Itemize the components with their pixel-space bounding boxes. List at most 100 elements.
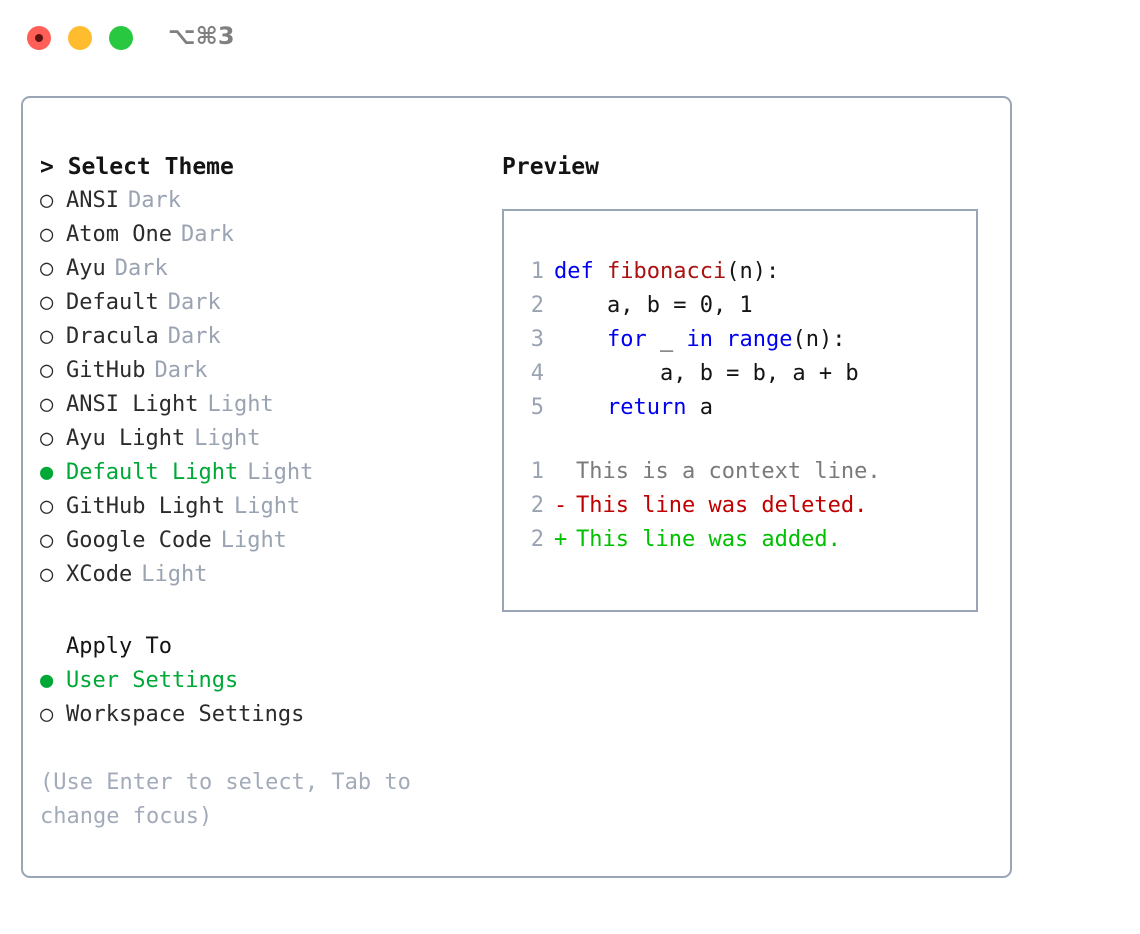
theme-name: Atom One: [66, 222, 172, 247]
diff-text: This is a context line.: [576, 459, 881, 484]
theme-variant-tag: Light: [194, 426, 261, 451]
theme-list-item[interactable]: ○ GitHub Dark: [40, 354, 480, 388]
preview-header: Preview: [502, 154, 599, 180]
code-token: (n):: [792, 327, 846, 352]
radio-unselected-icon: ○: [40, 528, 54, 553]
code-token: range: [726, 327, 793, 352]
diff-line: 2-This line was deleted.: [504, 489, 976, 523]
code-token: fibonacci: [606, 259, 727, 284]
diff-text: This line was deleted.: [576, 493, 868, 518]
code-token: a, b = 0, 1: [554, 293, 753, 318]
theme-list-item[interactable]: ○ ANSI Dark: [40, 184, 480, 218]
line-number: 2: [530, 527, 544, 552]
radio-unselected-icon: ○: [40, 426, 54, 451]
code-token: (n):: [726, 259, 780, 284]
theme-variant-tag: Light: [247, 460, 314, 485]
apply-to-title: Apply To: [66, 634, 172, 659]
theme-name: Dracula: [66, 324, 159, 349]
radio-unselected-icon: ○: [40, 188, 54, 213]
theme-variant-tag: Light: [141, 562, 208, 587]
apply-to-item[interactable]: ●User Settings: [40, 664, 480, 698]
code-line: 4 a, b = b, a + b: [504, 357, 976, 391]
diff-line: 1 This is a context line.: [504, 455, 976, 489]
radio-unselected-icon: ○: [40, 702, 54, 727]
diff-text: This line was added.: [576, 527, 841, 552]
theme-variant-tag: Dark: [127, 188, 181, 213]
keyboard-shortcut-label: ⌥⌘3: [168, 22, 235, 50]
theme-variant-tag: Dark: [114, 256, 168, 281]
line-number: 2: [530, 293, 544, 318]
line-number: 1: [530, 259, 544, 284]
diff-line: 2 + This line was added.: [504, 523, 976, 557]
radio-unselected-icon: ○: [40, 358, 54, 383]
radio-unselected-icon: ○: [40, 290, 54, 315]
theme-name: ANSI Light: [66, 392, 199, 417]
apply-to-list[interactable]: ●User Settings ○ Workspace Settings: [40, 664, 480, 732]
select-theme-header: > Select Theme: [40, 154, 234, 180]
theme-name: Google Code: [66, 528, 212, 553]
keyboard-hint-text: (Use Enter to select, Tab to change focu…: [40, 770, 411, 829]
theme-name: XCode: [66, 562, 133, 587]
theme-list-item[interactable]: ○ GitHub Light Light: [40, 490, 480, 524]
section-spacer: [40, 592, 480, 630]
theme-variant-tag: Dark: [180, 222, 234, 247]
diff-sample: 1 This is a context line.2-This line was…: [504, 455, 976, 557]
title-bar: ⌥⌘3: [0, 0, 1140, 78]
theme-name: GitHub Light: [66, 494, 225, 519]
theme-list-item[interactable]: ○ Dracula Dark: [40, 320, 480, 354]
theme-variant-tag: Light: [233, 494, 301, 519]
radio-unselected-icon: ○: [40, 392, 54, 417]
code-token: [554, 395, 607, 420]
diff-spacer: [504, 425, 976, 455]
radio-unselected-icon: ○: [40, 222, 54, 247]
apply-to-label: User Settings: [66, 668, 239, 693]
radio-unselected-icon: ○: [40, 256, 54, 281]
theme-name: Ayu: [66, 256, 106, 281]
code-line: 3 for _ in range(n):: [504, 323, 976, 357]
code-token: for: [606, 327, 647, 352]
apply-to-label: Workspace Settings: [66, 702, 305, 727]
code-token: [554, 327, 607, 352]
code-token: a, b = b, a + b: [554, 361, 859, 386]
radio-unselected-icon: ○: [40, 562, 54, 587]
radio-unselected-icon: ○: [40, 324, 54, 349]
line-number: 1: [530, 459, 544, 484]
theme-variant-tag: Dark: [154, 358, 208, 383]
line-number: 4: [530, 361, 544, 386]
apply-to-item[interactable]: ○ Workspace Settings: [40, 698, 480, 732]
theme-list-item[interactable]: ● Default Light Light: [40, 456, 480, 490]
radio-selected-icon: ●: [40, 460, 54, 485]
theme-list-item[interactable]: ○ Ayu Dark: [40, 252, 480, 286]
minimize-button[interactable]: [68, 26, 92, 50]
theme-name: ANSI: [66, 188, 119, 213]
diff-marker: [554, 455, 576, 489]
maximize-button[interactable]: [109, 26, 133, 50]
theme-list-item[interactable]: ○ XCode Light: [40, 558, 480, 592]
line-number: 2: [530, 493, 544, 518]
line-number: 3: [530, 327, 544, 352]
code-line: 2 a, b = 0, 1: [504, 289, 976, 323]
code-token: return: [606, 395, 687, 420]
line-number: 5: [530, 395, 544, 420]
code-token: _: [646, 327, 687, 352]
close-button[interactable]: [27, 26, 51, 50]
radio-unselected-icon: ○: [40, 494, 54, 519]
diff-marker: +: [554, 527, 568, 552]
theme-variant-tag: Dark: [167, 324, 221, 349]
code-token: a: [686, 395, 713, 420]
code-token: in: [686, 327, 713, 352]
theme-name: GitHub: [66, 358, 146, 383]
theme-list-item[interactable]: ○ Atom One Dark: [40, 218, 480, 252]
theme-name: Default Light: [66, 460, 239, 485]
